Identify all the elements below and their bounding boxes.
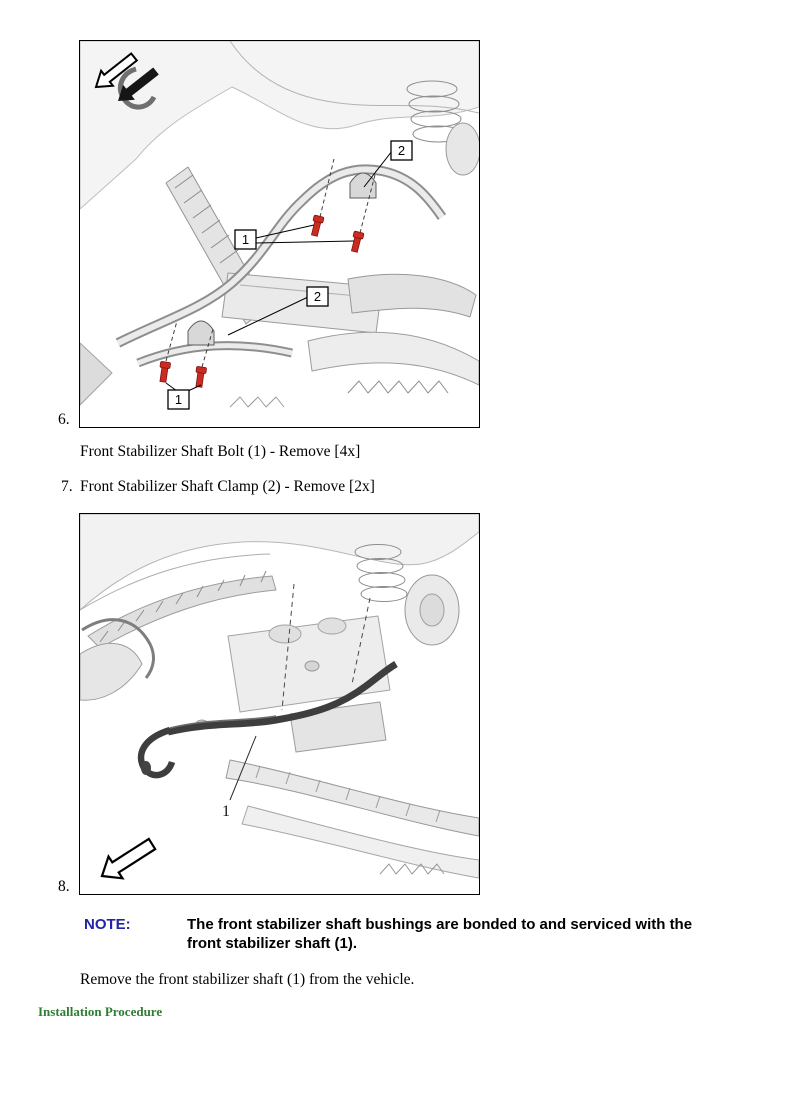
machinery-background [80,41,479,408]
label-1: 1 [222,803,230,820]
callout-label-2-upper: 2 [398,143,405,158]
figure-8-frame: 1 [79,513,480,895]
red-bolt [310,214,325,237]
figure-8-illustration: 1 [80,514,479,880]
steering-knuckle [445,122,479,176]
callout-box-2-upper [390,140,413,161]
direction-arrow-icon [100,837,157,880]
red-bolt [159,361,171,383]
callout-label-2-lower: 2 [314,289,321,304]
step-6-caption: Front Stabilizer Shaft Bolt (1) - Remove… [80,443,361,460]
callout-box-1-bottom [167,389,190,410]
alignment-dashed-lines [165,158,377,368]
front-stabilizer-shaft [137,660,398,779]
frame-rail [225,759,479,837]
red-bolts [159,214,365,388]
step-7: 7. Front Stabilizer Shaft Clamp (2) - Re… [61,478,375,496]
red-bolt [350,230,365,253]
alignment-dashed-lines [281,583,371,711]
control-arm [347,273,477,318]
step-8-text: Remove the front stabilizer shaft (1) fr… [80,971,415,988]
callout-box-1-mid [234,229,257,250]
coil-spring [354,544,408,602]
step-6-number: 6. [58,410,70,428]
note-block: NOTE: The front stabilizer shaft bushing… [84,915,730,953]
note-text: The front stabilizer shaft bushings are … [187,916,693,953]
step-7-text: Front Stabilizer Shaft Clamp (2) - Remov… [80,478,375,495]
step-7-number: 7. [61,478,73,495]
direction-arrow-icon [94,52,159,101]
callouts: 2 1 2 1 [165,140,413,410]
callout-label-1-bottom: 1 [175,392,182,407]
machinery-background [80,514,479,879]
red-bolt [195,366,207,388]
stabilizer-bar [115,164,447,368]
note-label: NOTE: [84,916,131,933]
step-6-figure-block: 6. [58,40,480,428]
rocker-hatch-strip [87,575,277,649]
callout-box-2-lower [306,286,329,307]
callout-label-1-mid: 1 [242,232,249,247]
step-8-number: 8. [58,877,70,895]
wheel-arch-edge [81,618,155,679]
figure-6-illustration: 2 1 2 1 [80,41,479,410]
figure-label: 1 [222,735,257,820]
step-8-figure-block: 8. [58,513,480,895]
installation-procedure-heading: Installation Procedure [38,1004,163,1019]
figure-6-frame: 2 1 2 1 [79,40,480,428]
